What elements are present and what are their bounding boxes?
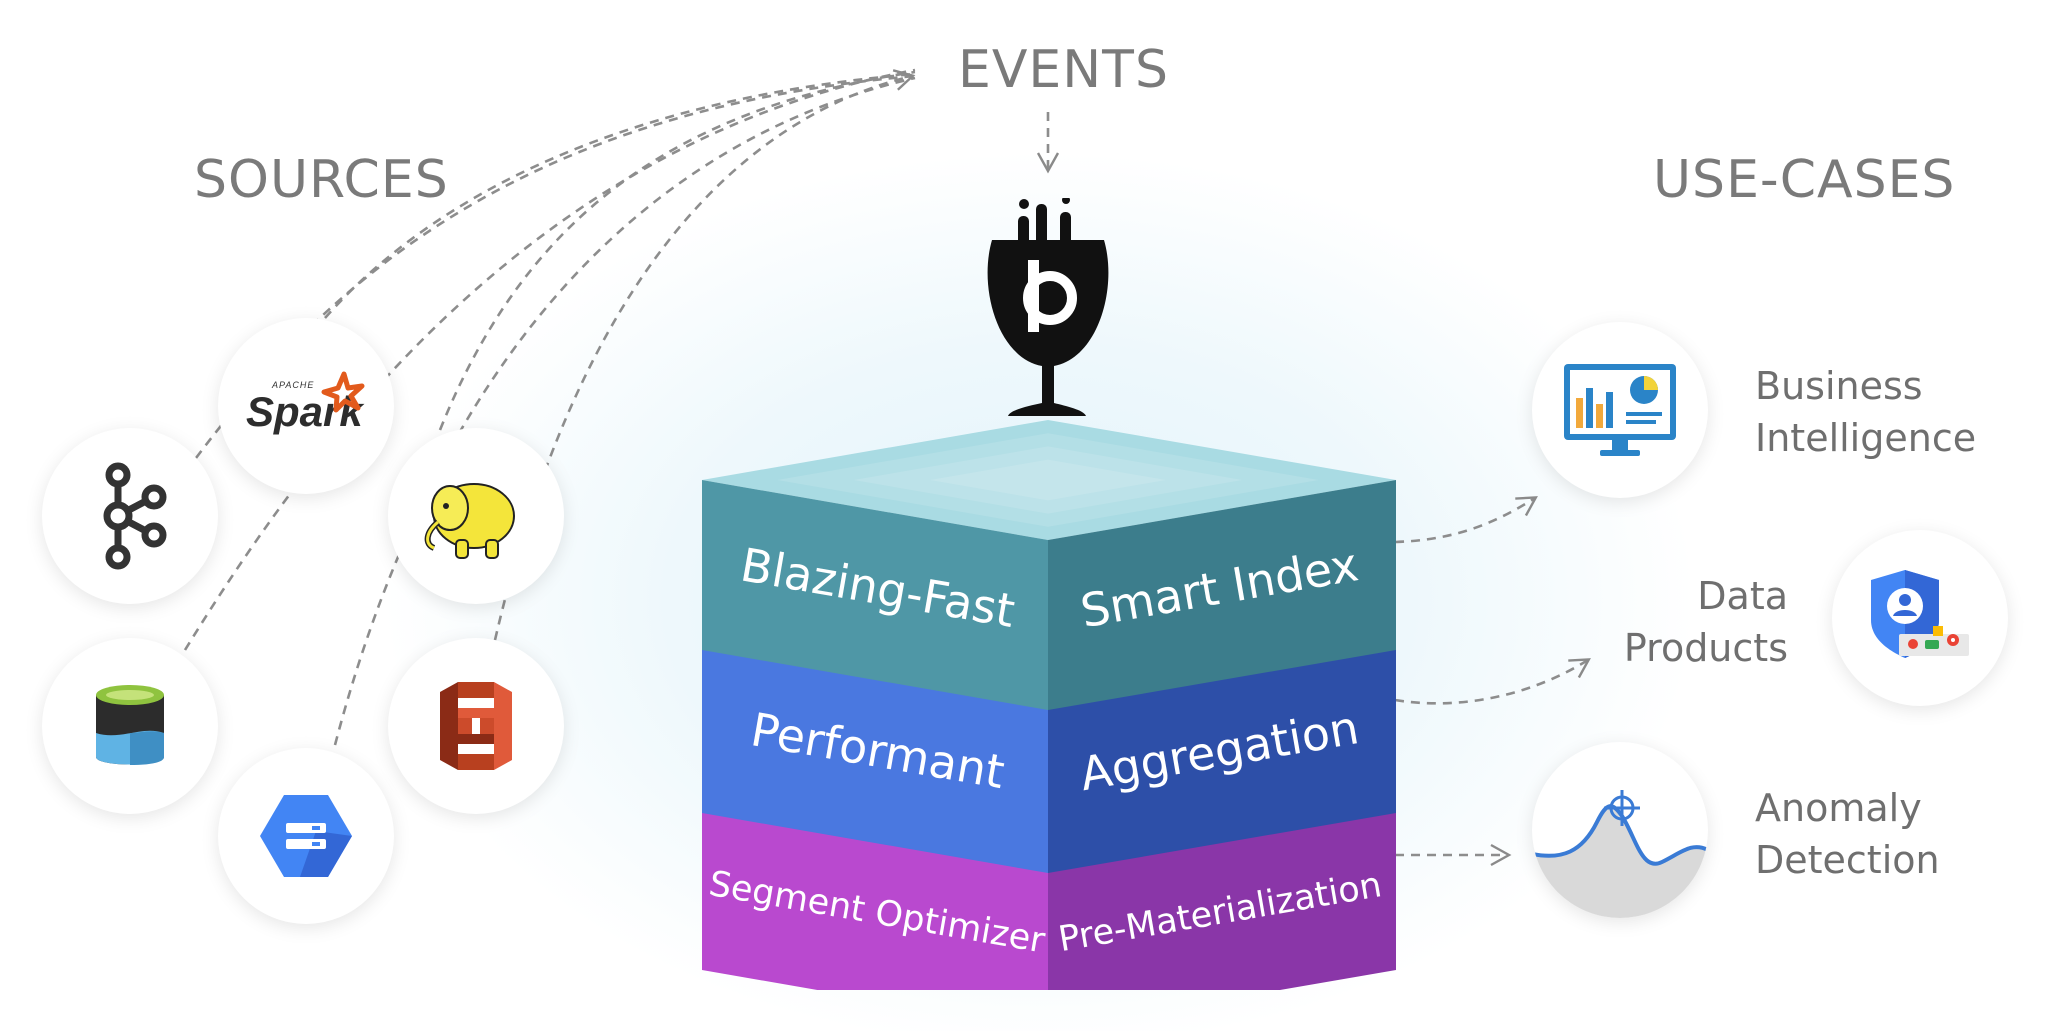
source-hadoop <box>388 428 564 604</box>
stack-layer-right-face <box>1048 643 1396 873</box>
events-heading: EVENTS <box>958 40 1169 100</box>
pinot-glass-icon <box>987 198 1109 416</box>
anomaly-chart-icon <box>1532 790 1708 918</box>
usecase-dp-line1: Data <box>1697 574 1788 618</box>
source-aws-s3 <box>388 638 564 814</box>
stack-layer-top-highlight <box>777 433 1319 527</box>
usecase-bi-label: Business Intelligence <box>1755 360 1976 464</box>
stack-layer-right-face <box>1048 480 1396 710</box>
stack-layer-top-highlight <box>930 459 1166 501</box>
dashboard-monitor-icon <box>1564 364 1676 456</box>
spark-connector <box>324 72 916 319</box>
aws-s3-icon <box>440 682 512 770</box>
source-spark: APACHE Spark <box>218 318 394 494</box>
usecase-ad-line2: Detection <box>1755 838 1940 882</box>
usecase-bi-line1: Business <box>1755 364 1923 408</box>
dp-connector <box>1394 658 1591 705</box>
gcs-connector <box>333 76 916 746</box>
source-kafka <box>42 428 218 604</box>
spark-icon: APACHE Spark <box>246 371 365 435</box>
usecase-bi-circle <box>1532 322 1708 498</box>
use-cases-heading: USE-CASES <box>1653 150 1956 210</box>
stack-layer-left-face <box>702 480 1048 710</box>
stack-layer-left-face <box>702 643 1048 873</box>
spark-logo-text: Spark <box>246 388 365 435</box>
usecase-ad-line1: Anomaly <box>1755 786 1922 830</box>
gcs-icon <box>260 795 352 877</box>
source-azure-datalake <box>42 638 218 814</box>
sources-heading: SOURCES <box>194 150 449 210</box>
usecase-bi-line2: Intelligence <box>1755 416 1977 460</box>
usecase-dp-label: Data Products <box>1560 570 1788 674</box>
usecase-ad-circle <box>1532 742 1708 918</box>
kafka-icon <box>103 462 167 570</box>
bi-connector <box>1394 496 1538 544</box>
stack-layer-top-highlight <box>853 446 1243 514</box>
azure-connector <box>183 68 916 651</box>
hadoop-elephant-icon <box>424 483 515 559</box>
usecase-dp-circle <box>1832 530 2008 706</box>
azure-datalake-icon <box>96 685 164 765</box>
usecase-ad-label: Anomaly Detection <box>1755 782 1940 886</box>
stack-layer-top-face <box>702 420 1396 540</box>
hadoop-connector <box>438 70 916 431</box>
user-shield-icon <box>1871 570 1969 658</box>
spark-logo-small-text: APACHE <box>271 380 314 390</box>
usecase-dp-line2: Products <box>1623 626 1788 670</box>
source-gcs <box>218 748 394 924</box>
